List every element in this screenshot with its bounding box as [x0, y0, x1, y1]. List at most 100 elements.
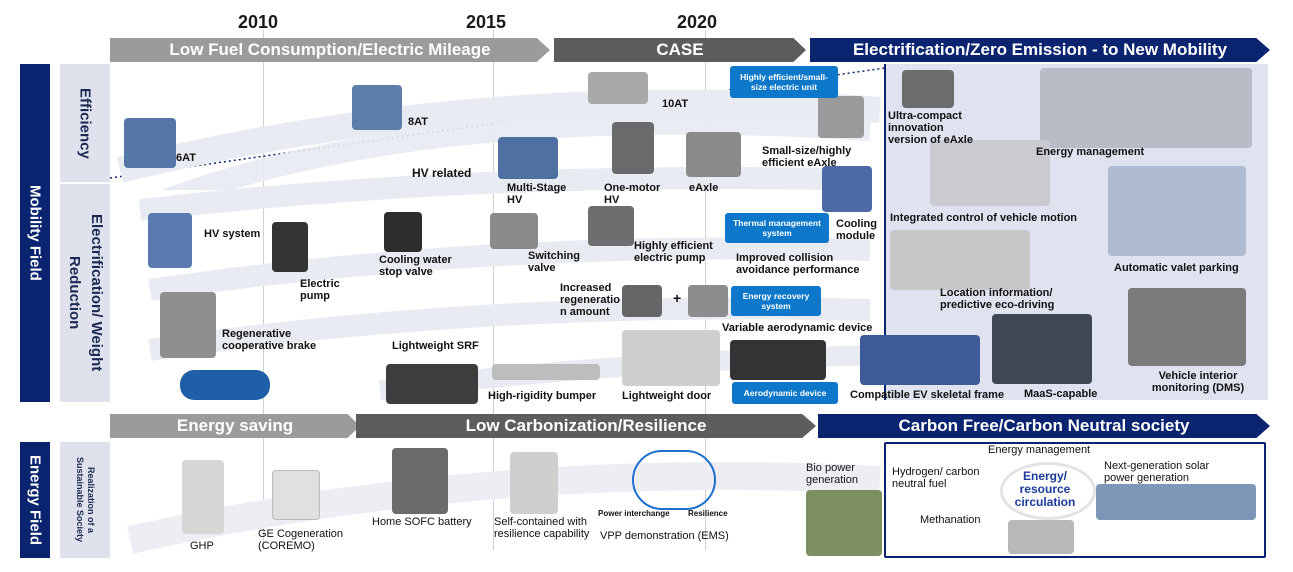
methanation-image — [1008, 520, 1074, 554]
label-multi-stage: Multi-Stage HV — [507, 182, 567, 206]
label-resilience: Resilience — [688, 509, 728, 518]
label-sofc: Home SOFC battery — [372, 516, 472, 528]
8at-transmission-image — [352, 85, 402, 130]
label-self-contained: Self-contained with resilience capabilit… — [494, 516, 590, 540]
ghp-image — [182, 460, 224, 534]
label-solar: Next-generation solar power generation — [1104, 460, 1210, 484]
eaxle-image — [686, 132, 741, 177]
pill-thermal: Thermal management system — [725, 213, 829, 243]
phase-arrow-electrification: Electrification/Zero Emission - to New M… — [810, 38, 1270, 62]
plus-sign: + — [673, 290, 682, 306]
label-ev-frame: Compatible EV skeletal frame — [850, 389, 1005, 401]
year-gridline-2015 — [493, 30, 494, 550]
one-motor-hv-image — [612, 122, 654, 174]
efficiency-divider — [110, 67, 886, 190]
electric-pump-image — [272, 222, 308, 272]
label-electric-pump: Electric pump — [300, 278, 340, 302]
label-valet: Automatic valet parking — [1114, 262, 1239, 274]
label-methanation: Methanation — [920, 514, 981, 526]
energy-field-label: Energy Field — [20, 442, 50, 558]
aero-device-image — [730, 340, 826, 380]
hi-pump-image — [588, 206, 634, 246]
maas-image — [992, 314, 1092, 384]
label-maas: MaaS-capable — [1024, 388, 1098, 400]
regen-brake-image — [160, 292, 216, 358]
valet-parking-image — [1108, 166, 1246, 256]
year-2020: 2020 — [677, 12, 718, 32]
label-ghp: GHP — [190, 540, 214, 552]
vpp-cycle-image — [632, 450, 716, 510]
label-hv-system: HV system — [204, 228, 261, 240]
label-hydrogen: Hydrogen/ carbon neutral fuel — [892, 466, 980, 490]
srf-image — [386, 364, 478, 404]
label-ultra-eaxle: Ultra-compact innovation version of eAxl… — [888, 110, 973, 146]
ge-cogen-image — [272, 470, 320, 520]
cooling-module-image — [822, 166, 872, 212]
year-2010: 2010 — [238, 12, 279, 32]
regen-part2-image — [688, 285, 728, 317]
phase-label: Carbon Free/Carbon Neutral society — [898, 416, 1190, 435]
multi-stage-hv-image — [498, 137, 558, 179]
energy-swoosh — [126, 462, 881, 554]
label-integrated: Integrated control of vehicle motion — [890, 212, 1078, 224]
ev-frame-image — [860, 335, 980, 385]
label-6at: 6AT — [176, 152, 196, 164]
year-gridline-2010 — [263, 30, 264, 550]
label-cooling-module: Cooling module — [836, 218, 877, 242]
year-2015: 2015 — [466, 12, 507, 32]
dms-image — [1128, 288, 1246, 366]
label-bio: Bio power generation — [806, 462, 858, 486]
label-cooling-valve: Cooling water stop valve — [379, 254, 452, 278]
label-hv-related: HV related — [412, 166, 472, 180]
label-variable-aero: Variable aerodynamic device — [722, 322, 873, 334]
small-eaxle-image — [818, 96, 864, 138]
label-door: Lightweight door — [622, 390, 712, 402]
bumper-image — [492, 364, 600, 380]
label-power-interchange: Power interchange — [598, 509, 670, 518]
phase-arrow-low-fuel: Low Fuel Consumption/Electric Mileage — [110, 38, 550, 62]
label-regen-brake: Regenerative cooperative brake — [222, 328, 317, 352]
label-srf: Lightweight SRF — [392, 340, 479, 352]
label-regen-amount: Increased regeneratio n amount — [560, 282, 620, 318]
6at-transmission-image — [124, 118, 176, 168]
sustainable-label: Realization of a Sustainable Society — [60, 442, 110, 558]
cooling-valve-image — [384, 212, 422, 252]
label-hi-pump: Highly efficient electric pump — [634, 240, 713, 264]
hv-system-image — [148, 213, 192, 268]
label-vpp: VPP demonstration (EMS) — [600, 530, 729, 542]
10at-transmission-image — [588, 72, 648, 104]
label-energy-mgmt: Energy management — [1036, 146, 1145, 158]
self-contained-image — [510, 452, 558, 514]
phase-arrow-energy-saving: Energy saving — [110, 414, 360, 438]
vehicle-motion-image — [930, 140, 1050, 206]
location-info-image — [890, 230, 1030, 290]
efficiency-label: Efficiency — [60, 64, 110, 182]
phase-arrow-carbon-free: Carbon Free/Carbon Neutral society — [818, 414, 1270, 438]
label-8at: 8AT — [408, 116, 428, 128]
circulation-ring — [1000, 462, 1096, 520]
phase-arrow-low-carbon: Low Carbonization/Resilience — [356, 414, 816, 438]
label-location: Location information/ predictive eco-dri… — [940, 287, 1055, 311]
phase-label: CASE — [656, 40, 704, 59]
brake-pedals-image — [180, 370, 270, 400]
label-eaxle: eAxle — [689, 182, 719, 194]
label-10at: 10AT — [662, 98, 689, 110]
pill-electric-unit: Highly efficient/small-size electric uni… — [730, 66, 838, 98]
label-energy-mgmt2: Energy management — [988, 444, 1091, 456]
phase-arrow-case: CASE — [554, 38, 806, 62]
switching-valve-image — [490, 213, 538, 249]
phase-label: Energy saving — [176, 416, 294, 435]
label-circulation: Energy/ resource circulation — [1014, 469, 1076, 509]
label-collision: Improved collision avoidance performance — [736, 252, 860, 276]
electrification-label: Electrification/ Weight Reduction — [60, 184, 110, 402]
mobility-field-label: Mobility Field — [20, 64, 50, 402]
door-image — [622, 330, 720, 386]
sofc-image — [392, 448, 448, 514]
pill-aero: Aerodynamic device — [732, 382, 838, 404]
label-small-eaxle: Small-size/highly efficient eAxle — [762, 145, 852, 169]
bio-power-image — [806, 490, 882, 556]
solar-image — [1096, 484, 1256, 520]
label-dms: Vehicle interior monitoring (DMS) — [1151, 370, 1245, 394]
ultra-eaxle-image — [902, 70, 954, 108]
label-bumper: High-rigidity bumper — [488, 390, 597, 402]
